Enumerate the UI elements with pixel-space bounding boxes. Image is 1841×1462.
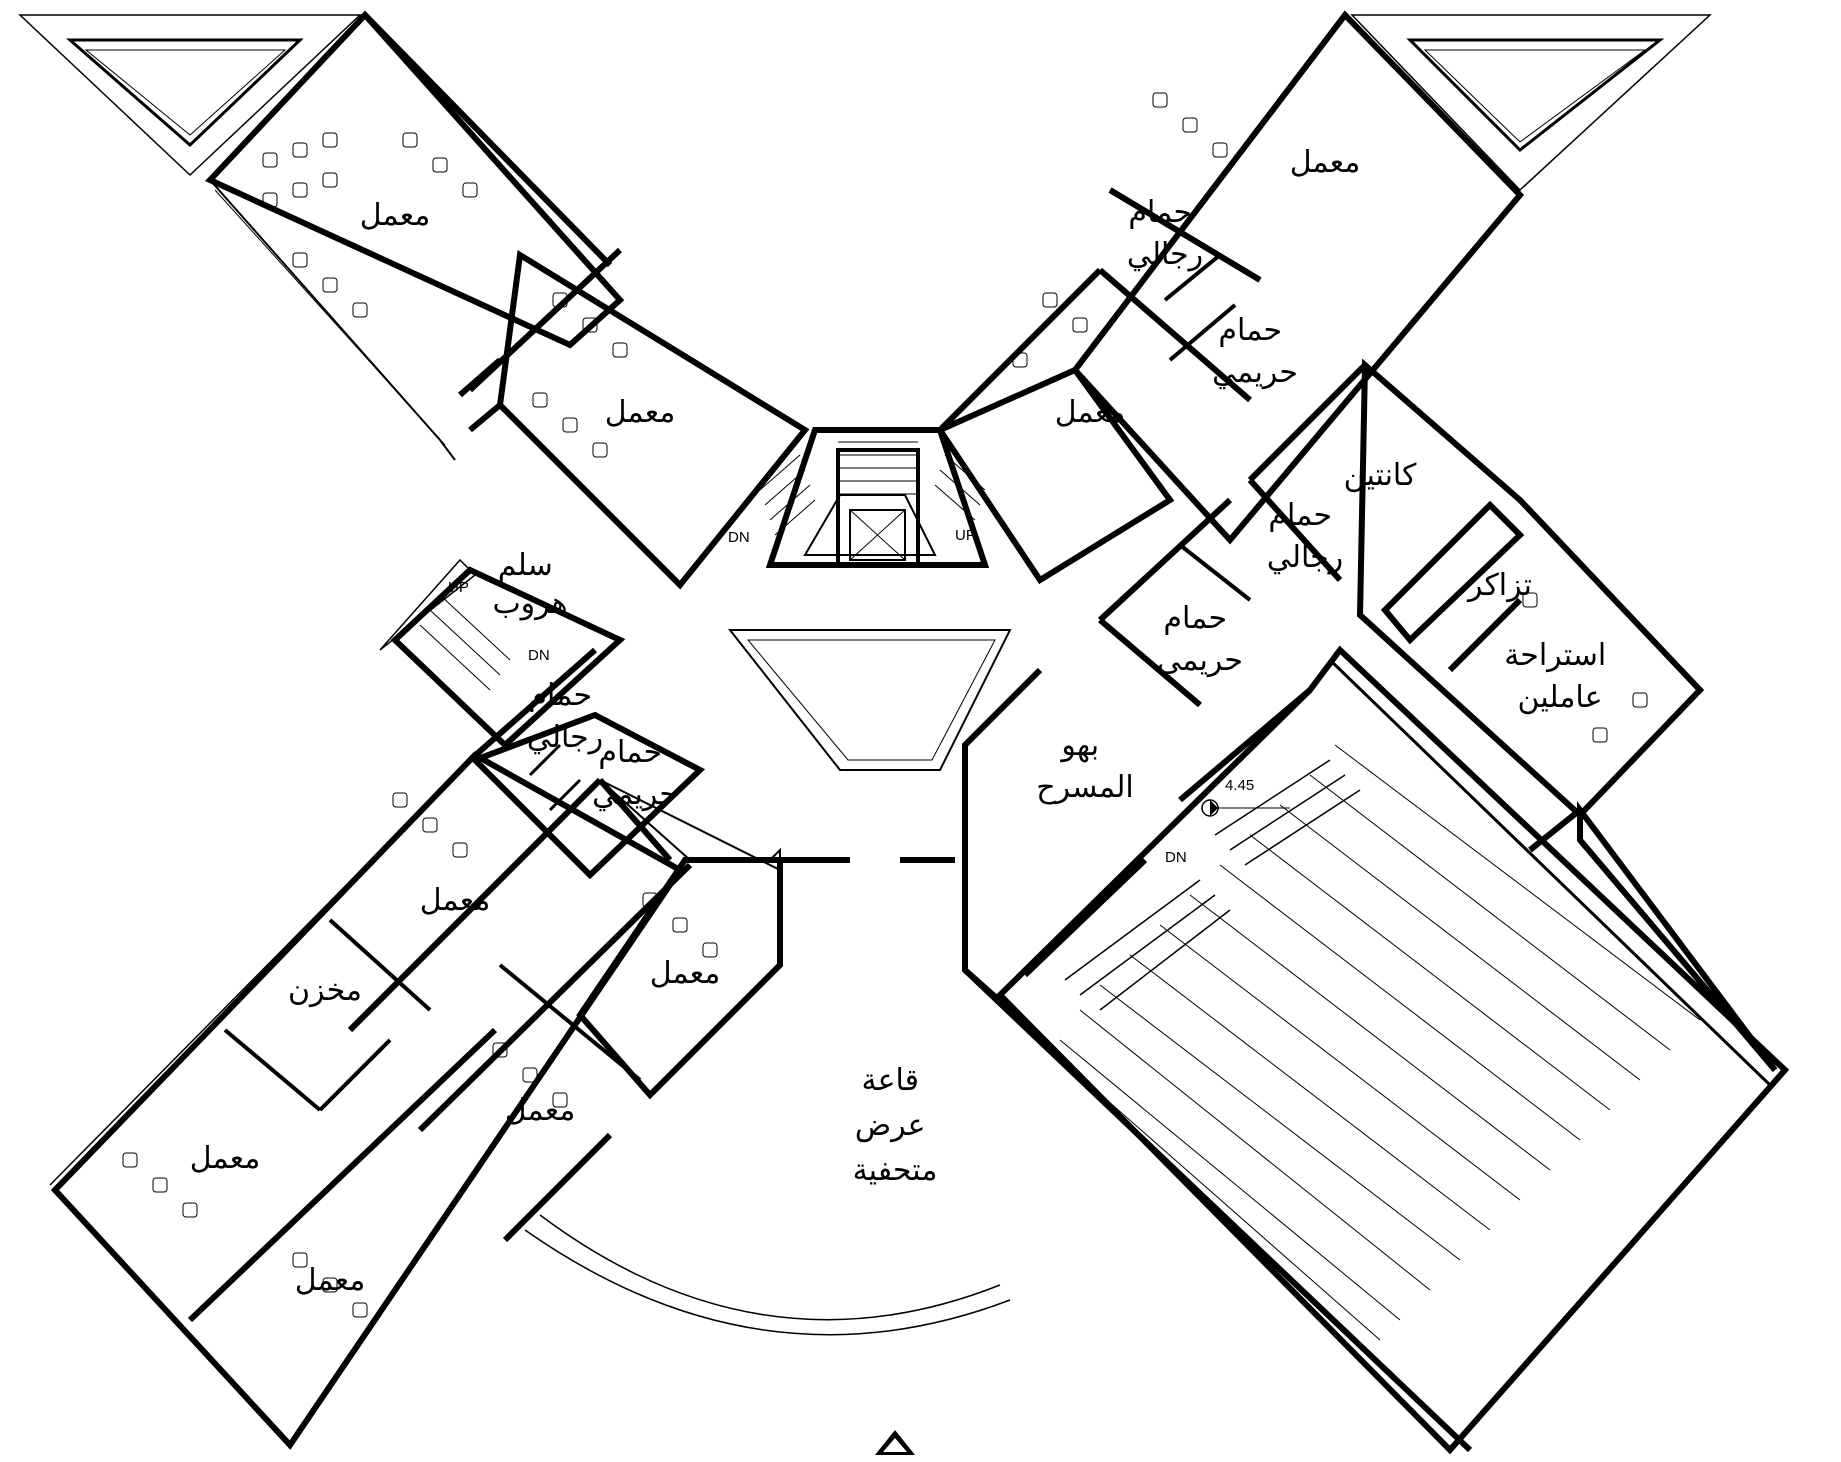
tickets-label: تزاكر: [1466, 568, 1532, 603]
ne-wing: [935, 10, 1712, 585]
theatre-stair-down-mark: DN: [1165, 849, 1187, 866]
stair-up-mark: UP: [955, 527, 976, 544]
stair-core: [759, 427, 990, 568]
lab-label: معمل: [1290, 145, 1361, 180]
theatre-lobby-label: بهو المسرح: [1036, 728, 1134, 805]
lab-label: معمل: [650, 956, 721, 991]
wc-women-w-label: حمام حريمي: [592, 735, 678, 812]
lab-label: معمل: [505, 1093, 576, 1128]
lab-label: معمل: [605, 395, 676, 430]
lab-label: معمل: [190, 1141, 261, 1176]
staff-lounge-label: استراحة عاملين: [1504, 638, 1616, 715]
canteen-label: كانتين: [1344, 458, 1417, 493]
nw-wing: [18, 10, 810, 590]
wc-men-ne-label: حمام رجالي: [1127, 195, 1203, 272]
lab-label: معمل: [420, 883, 491, 918]
stair-down-mark: DN: [728, 529, 750, 546]
escape-stair-label: سلم هروب: [492, 548, 567, 621]
wc-women-e-label: حمام حريمي: [1157, 601, 1243, 678]
escape-stair-up-mark: UP: [448, 579, 469, 596]
west-core: [379, 558, 706, 880]
museum-hall-outline: [524, 1214, 1011, 1336]
wc-women-ne-label: حمام حريمي: [1212, 313, 1298, 390]
lab-label: معمل: [360, 198, 431, 233]
central-void: [727, 629, 1012, 771]
lab-label: معمل: [295, 1263, 366, 1298]
south-lab: [576, 857, 955, 1100]
sw-wing: [49, 751, 781, 1450]
storage-label: مخزن: [288, 973, 362, 1008]
theatre: [962, 645, 1790, 1455]
wc-men-w-label: حمام رجالي: [527, 678, 603, 755]
wc-men-e-label: حمام رجالي: [1267, 498, 1343, 575]
level-value: 4.45: [1225, 777, 1254, 794]
north-arrow: [875, 1430, 915, 1455]
east-block: [1097, 358, 1705, 820]
museum-hall-label: قاعة عرض متحفية: [853, 1063, 938, 1188]
lab-label: معمل: [1055, 395, 1126, 430]
escape-stair-down-mark: DN: [528, 647, 550, 664]
level-marker: 4.45: [1201, 777, 1290, 817]
